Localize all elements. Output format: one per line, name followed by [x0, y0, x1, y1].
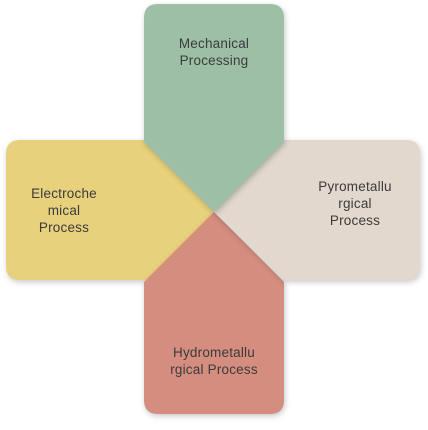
electrochemical-process-label: Electroche mical Process: [10, 185, 118, 236]
label-line: Process: [329, 213, 381, 228]
label-line: Process: [38, 220, 90, 235]
label-line: Mechanical: [178, 36, 250, 51]
label-line: rgical Process: [170, 362, 258, 377]
right-segment-shape: [214, 140, 420, 280]
label-line: Processing: [179, 53, 249, 68]
top-segment-shape: [144, 4, 284, 212]
label-line: rgical: [338, 196, 372, 211]
hydrometallurgical-process-label: Hydrometallu rgical Process: [146, 344, 282, 378]
label-line: Hydrometallu: [173, 345, 255, 360]
bottom-segment-shape: [144, 212, 284, 414]
label-line: mical: [47, 203, 81, 218]
label-line: Electroche: [31, 186, 97, 201]
pyrometallurgical-process-label: Pyrometallu rgical Process: [296, 178, 414, 229]
left-segment-shape: [6, 140, 214, 280]
label-line: Pyrometallu: [318, 179, 392, 194]
mechanical-processing-label: Mechanical Processing: [150, 35, 278, 69]
